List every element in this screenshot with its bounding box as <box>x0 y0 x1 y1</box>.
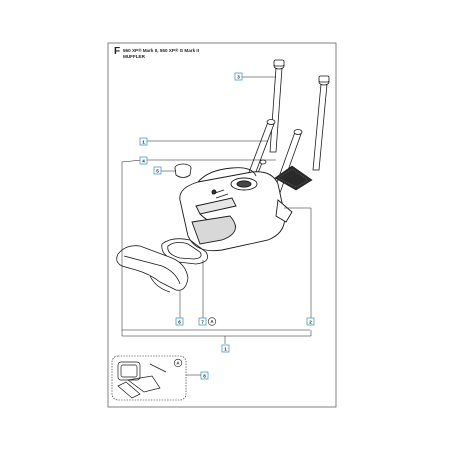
circle-a-inset-label: A <box>176 361 180 366</box>
leader-lines <box>121 76 312 344</box>
callout-4-label: 4 <box>142 159 145 164</box>
model-names: 550 XP® Mark II, 550 XP® G Mark II <box>123 48 199 53</box>
bolt-pair-top <box>269 59 330 171</box>
muffler-gasket <box>161 238 209 265</box>
callout-2: 2 <box>306 317 315 326</box>
callout-7-label: 7 <box>201 320 204 325</box>
callout-8-label: 8 <box>203 374 206 379</box>
page-frame <box>107 42 337 408</box>
callout-3: 3 <box>234 72 243 81</box>
gasket-kit-inset: A 8 <box>111 355 209 401</box>
callout-2-label: 2 <box>309 320 312 325</box>
callout-1-top-label: 1 <box>142 140 145 145</box>
callout-8: 8 <box>200 371 209 380</box>
callout-7: 7 <box>198 317 207 326</box>
callout-4: 4 <box>139 156 148 165</box>
circle-a-main: A <box>207 317 217 326</box>
part-title: MUFFLER <box>123 54 145 59</box>
exhaust-deflector <box>116 245 189 293</box>
callout-6-label: 6 <box>178 320 181 325</box>
circle-a-inset: A <box>173 358 183 368</box>
kit-gaskets <box>117 361 167 399</box>
muffler-body <box>179 167 293 252</box>
circle-a-main-label: A <box>210 319 214 324</box>
callout-6: 6 <box>175 317 184 326</box>
callout-5: 5 <box>153 166 162 175</box>
section-letter: F <box>114 46 121 57</box>
muffler-cap <box>174 163 192 178</box>
heat-shield-mesh <box>274 165 313 191</box>
callout-1-bottom-label: 1 <box>224 347 227 352</box>
callout-5-label: 5 <box>156 169 159 174</box>
callout-3-label: 3 <box>237 75 240 80</box>
callout-1-bottom: 1 <box>221 344 230 353</box>
callout-1-top: 1 <box>139 137 148 146</box>
